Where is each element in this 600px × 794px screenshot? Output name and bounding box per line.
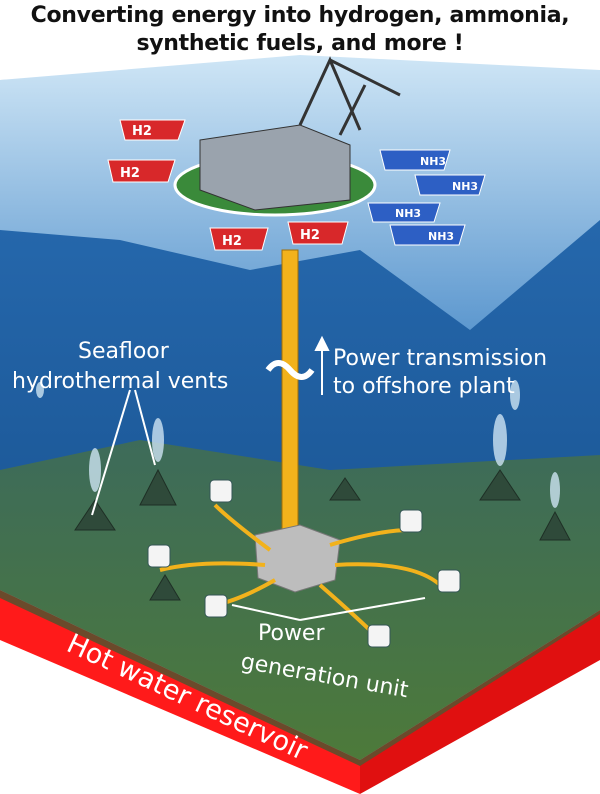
nh3-ship: NH3 xyxy=(414,174,486,196)
unit-label-line1: Power xyxy=(258,621,325,646)
svg-text:H2: H2 xyxy=(132,124,152,139)
svg-text:NH3: NH3 xyxy=(395,207,421,220)
h2-ship: H2 xyxy=(107,159,176,183)
cranes xyxy=(298,56,401,136)
h2-ship: H2 xyxy=(119,119,186,141)
title-line-1: Converting energy into hydrogen, ammonia… xyxy=(30,3,570,28)
power-label-line2: to offshore plant xyxy=(333,374,515,399)
nh3-ships: NH3 NH3 NH3 NH3 xyxy=(367,149,486,246)
hydrothermal-vents xyxy=(74,468,571,601)
nh3-ship: NH3 xyxy=(367,202,441,223)
vent-plumes xyxy=(36,380,560,508)
svg-text:H2: H2 xyxy=(300,228,320,243)
reservoir-right-face xyxy=(360,614,600,794)
offshore-plant xyxy=(199,124,351,211)
svg-text:NH3: NH3 xyxy=(428,230,454,243)
cable-break-icon xyxy=(265,360,315,380)
h2-ships: H2 H2 H2 H2 xyxy=(107,119,349,251)
soil-layer xyxy=(0,590,600,768)
svg-text:H2: H2 xyxy=(222,234,242,249)
title-line-2: synthetic fuels, and more ! xyxy=(136,31,464,56)
svg-text:NH3: NH3 xyxy=(420,155,446,168)
vents-label-line1: Seafloor xyxy=(78,339,170,364)
nh3-ship: NH3 xyxy=(389,224,466,246)
seafloor xyxy=(0,440,600,760)
power-generation-units xyxy=(147,479,461,648)
power-cable xyxy=(281,249,299,541)
h2-ship: H2 xyxy=(209,227,269,251)
annotation-arrows xyxy=(91,335,426,621)
h2-ship: H2 xyxy=(287,221,349,245)
power-label-line1: Power transmission xyxy=(333,346,547,371)
svg-text:NH3: NH3 xyxy=(452,180,478,193)
svg-text:H2: H2 xyxy=(120,166,140,181)
vents-label-line2: hydrothermal vents xyxy=(12,369,228,394)
junction-box xyxy=(254,524,341,593)
reservoir-left-face xyxy=(0,598,360,794)
nh3-ship: NH3 xyxy=(379,149,451,171)
page-title: Converting energy into hydrogen, ammonia… xyxy=(0,2,600,58)
